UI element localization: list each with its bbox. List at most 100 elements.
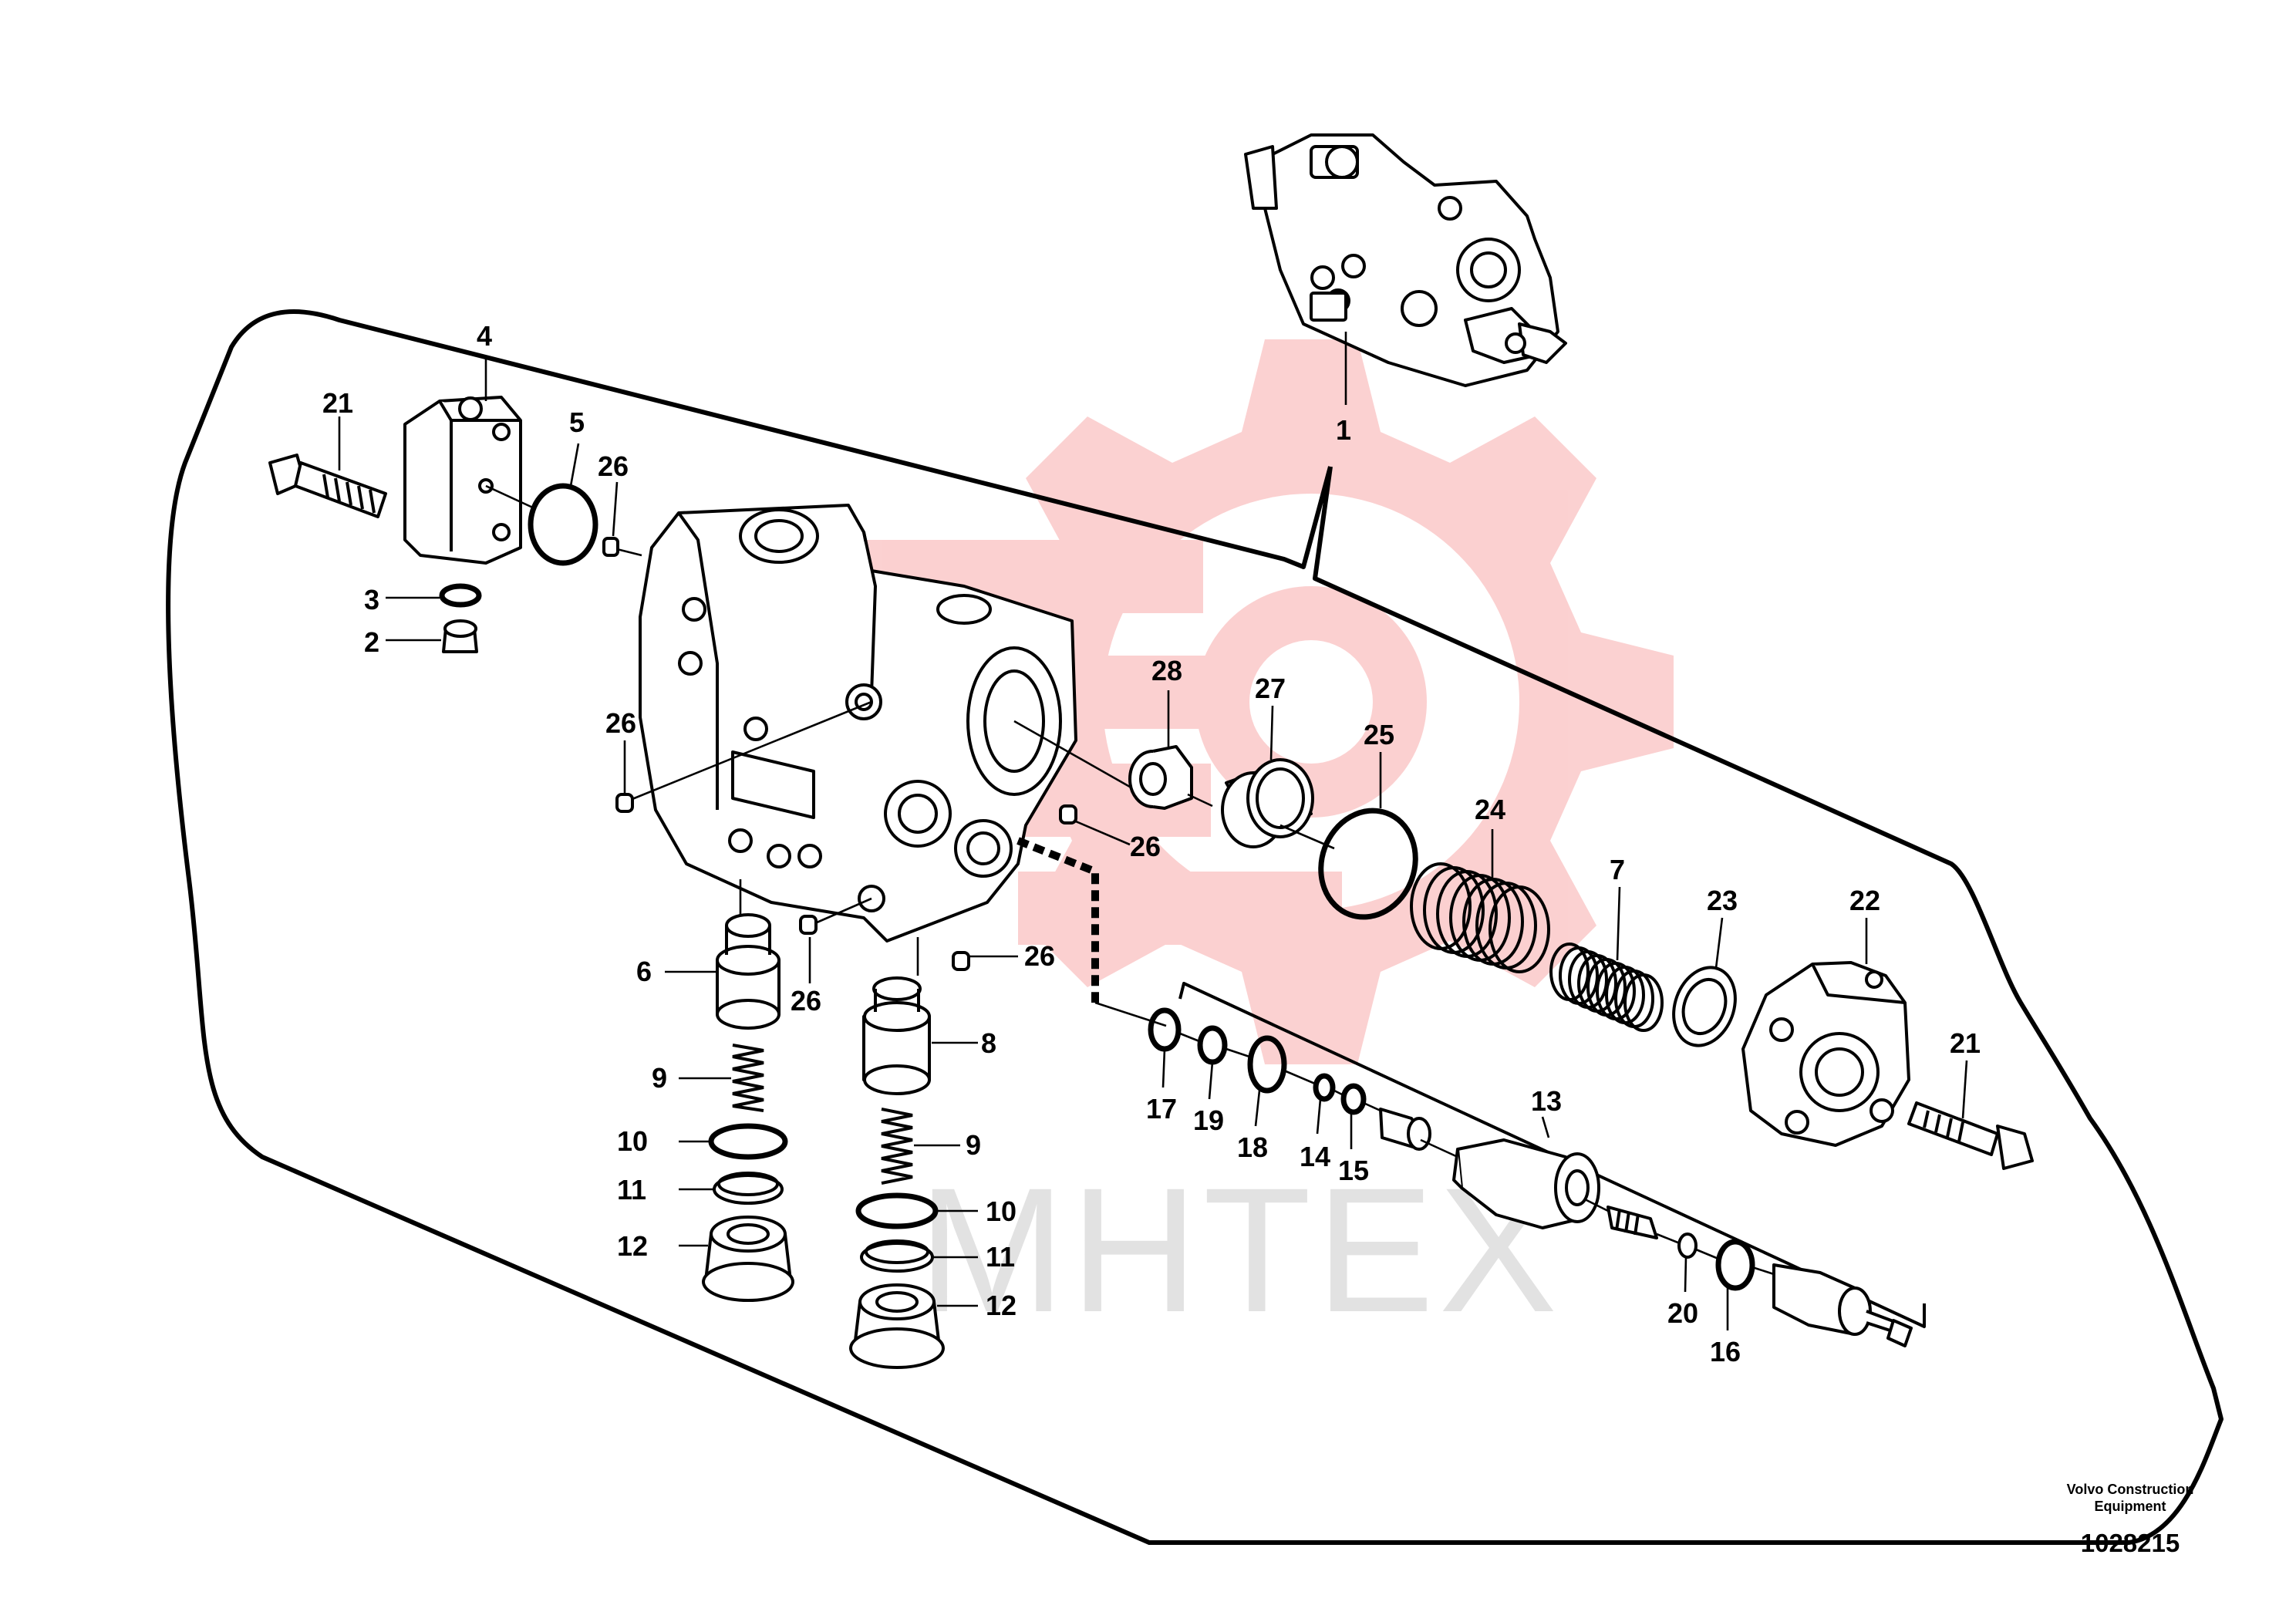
leader-5 [569, 443, 580, 487]
leader-kit-axis-4 [1656, 1233, 1681, 1245]
valve-body[interactable] [639, 504, 1077, 943]
part-26-plug-right[interactable] [1059, 804, 1077, 824]
valve-section-assembly[interactable] [1244, 133, 1567, 387]
part-27-sleeve[interactable] [1221, 758, 1314, 848]
part-18-o-ring[interactable] [1247, 1035, 1287, 1094]
callout-15: 15 [1338, 1155, 1369, 1186]
leader-kit-axis-2 [1420, 1138, 1458, 1158]
part-7-spring-small[interactable] [1549, 943, 1664, 1032]
part-9-spring-left[interactable] [732, 1044, 764, 1112]
callout-4: 4 [477, 320, 492, 352]
part-24-spring-large[interactable] [1410, 862, 1550, 973]
callout-24: 24 [1475, 794, 1505, 825]
callout-9b: 9 [966, 1129, 981, 1161]
callout-26e: 26 [1024, 940, 1055, 972]
leader-19 [1208, 1061, 1214, 1100]
part-12-cap-left[interactable] [702, 1216, 794, 1302]
callout-9a: 9 [652, 1062, 667, 1094]
part-8-piston-right[interactable] [862, 976, 931, 1095]
leader-14 [1316, 1098, 1322, 1135]
exploded-view-boundary [166, 309, 2224, 1545]
leader-kit-axis-8 [1226, 1047, 1250, 1058]
part-14-ring[interactable] [1313, 1073, 1336, 1102]
leader-kit-axis-6 [1752, 1266, 1775, 1276]
part-17-o-ring[interactable] [1148, 1007, 1182, 1052]
footer-company-name: Volvo Construction Equipment [2066, 1482, 2194, 1514]
callout-11b: 11 [986, 1241, 1015, 1273]
callout-22: 22 [1849, 885, 1880, 916]
part-20-ring[interactable] [1677, 1233, 1698, 1259]
part-11-backup-ring-left[interactable] [713, 1172, 784, 1205]
part-15-ring[interactable] [1340, 1083, 1367, 1115]
callout-26d: 26 [1130, 831, 1161, 862]
callout-10b: 10 [986, 1195, 1017, 1227]
callout-8: 8 [981, 1027, 996, 1059]
leader-17 [1161, 1048, 1166, 1088]
part-10-ring-left[interactable] [708, 1123, 788, 1160]
leader-kit-dashed [1017, 837, 1099, 1003]
part-3-o-ring[interactable] [439, 583, 482, 608]
leader-4-5 [485, 484, 537, 511]
part-relief-valve-body[interactable] [1452, 1138, 1600, 1229]
callout-2: 2 [364, 626, 379, 658]
part-4-flange-block[interactable] [403, 396, 522, 565]
leader-7 [1616, 886, 1621, 961]
nameplate [731, 750, 815, 819]
leader-18-14 [1283, 1069, 1316, 1085]
leader-26d [1075, 820, 1131, 846]
callout-11a: 11 [617, 1174, 646, 1206]
callout-3: 3 [364, 584, 379, 615]
part-12-cap-right[interactable] [849, 1283, 945, 1369]
leader-20 [1684, 1256, 1687, 1293]
watermark-text: MHTEX [918, 1151, 1562, 1349]
leader-27 [1269, 705, 1274, 760]
leader-kit-axis-9 [1332, 1088, 1344, 1097]
callout-20: 20 [1667, 1297, 1698, 1329]
footer-drawing-number: 1028215 [2080, 1529, 2180, 1557]
leader-18 [1254, 1090, 1261, 1127]
part-26-plug-left[interactable] [615, 793, 634, 813]
leader-13 [1541, 1116, 1550, 1138]
part-23-shim[interactable] [1664, 959, 1746, 1054]
part-relief-pilot[interactable] [1607, 1206, 1658, 1239]
callout-21b: 21 [1950, 1027, 1981, 1059]
leader-21b [1961, 1060, 1968, 1119]
callout-27: 27 [1255, 673, 1286, 704]
leader-kit-axis-7 [1179, 1032, 1200, 1043]
part-25-o-ring[interactable] [1306, 798, 1431, 931]
part-2-plug[interactable] [442, 619, 478, 653]
leader-28-27 [1187, 793, 1213, 808]
part-19-backup-ring[interactable] [1197, 1025, 1228, 1065]
callout-17: 17 [1146, 1093, 1177, 1125]
part-21-bolt-left[interactable] [268, 454, 387, 518]
part-22-end-cover[interactable] [1741, 961, 1910, 1147]
part-9-spring-right[interactable] [881, 1108, 913, 1185]
part-28-spring-seat[interactable] [1128, 745, 1193, 810]
callout-23: 23 [1707, 885, 1738, 916]
callout-16: 16 [1710, 1336, 1741, 1367]
callout-25: 25 [1364, 719, 1394, 750]
leader-kit-axis-10 [1363, 1101, 1381, 1112]
callout-10a: 10 [617, 1125, 648, 1157]
callout-26c: 26 [791, 985, 821, 1017]
leader-body-26c [809, 897, 872, 927]
callout-28: 28 [1151, 655, 1182, 686]
part-16-o-ring[interactable] [1715, 1239, 1755, 1291]
part-21-bolt-right[interactable] [1907, 1101, 2034, 1170]
callout-13: 13 [1531, 1085, 1562, 1117]
part-relief-adjuster[interactable] [1772, 1263, 1913, 1347]
part-5-o-ring[interactable] [528, 483, 598, 566]
part-6-piston-left[interactable] [716, 913, 781, 1030]
part-26-plug-top[interactable] [602, 537, 619, 557]
callout-19: 19 [1193, 1104, 1224, 1136]
leader-26b-body [616, 548, 642, 557]
callout-12b: 12 [986, 1290, 1017, 1321]
callout-7: 7 [1610, 854, 1625, 885]
part-26-plug-lower[interactable] [799, 915, 818, 935]
callout-12a: 12 [617, 1230, 648, 1262]
part-26-plug-bottom[interactable] [952, 951, 970, 971]
part-relief-poppet[interactable] [1379, 1108, 1431, 1151]
leader-26b [612, 481, 619, 537]
leader-kit-axis-5 [1695, 1248, 1719, 1260]
